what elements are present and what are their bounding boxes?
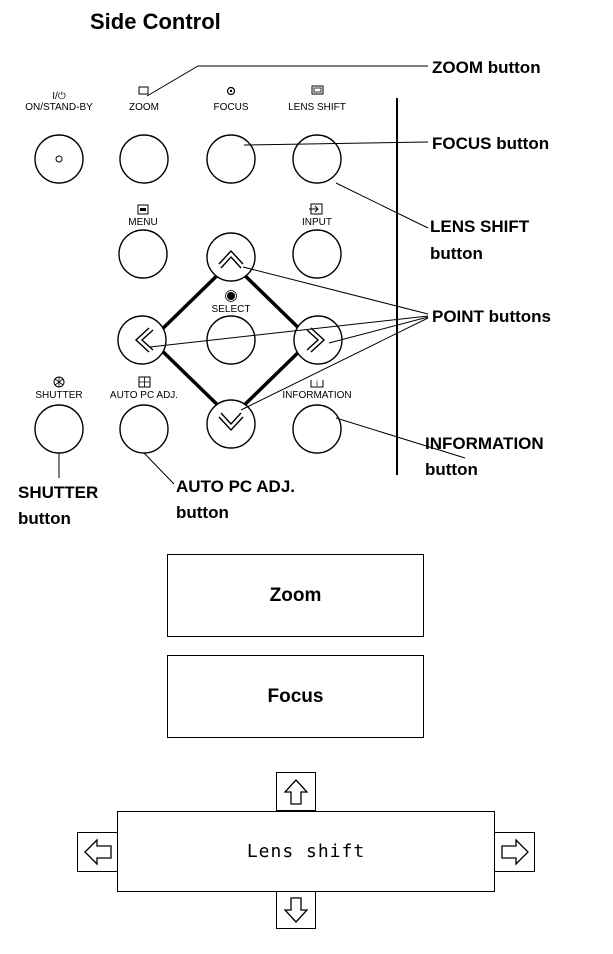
standby-indicator: [55, 155, 63, 163]
shutter-panel-label: SHUTTER: [35, 390, 82, 401]
chevron-down-icon-inner: [220, 412, 242, 426]
shutter-icon-blades: [54, 377, 64, 387]
zoom-button[interactable]: [119, 134, 169, 184]
chevron-left-icon-inner: [140, 329, 154, 351]
information-callout-line2: button: [425, 460, 478, 479]
point-down-group: [206, 399, 256, 449]
select-panel-label: SELECT: [212, 304, 251, 315]
point-down-leader: [240, 317, 429, 411]
menu-button-group: MENU: [118, 204, 168, 279]
input-panel-label: INPUT: [302, 217, 332, 228]
auto-pc-panel-label: AUTO PC ADJ.: [110, 390, 178, 401]
page-title: Side Control: [90, 9, 221, 34]
select-icon: [227, 292, 235, 300]
zoom-panel-label: ZOOM: [129, 102, 159, 113]
lens-shift-button[interactable]: [292, 134, 342, 184]
arrow-down-icon: [283, 896, 309, 923]
information-button-group: i INFORMATION: [282, 379, 352, 454]
focus-leader: [243, 141, 429, 146]
lens-shift-icon-inner: [313, 87, 322, 93]
lens-shift-left-box: [77, 832, 118, 872]
menu-icon: [137, 204, 149, 215]
menu-button[interactable]: [118, 229, 168, 279]
lens-shift-osd-box: Lens shift: [117, 811, 495, 892]
auto-pc-adj-button[interactable]: [119, 404, 169, 454]
point-left-group: [117, 315, 167, 365]
point-callout: POINT buttons: [432, 307, 551, 326]
shutter-button-group: SHUTTER: [34, 376, 84, 454]
focus-icon: [226, 86, 236, 96]
arrow-up-icon: [283, 778, 309, 805]
zoom-callout: ZOOM button: [432, 58, 541, 77]
arrow-left-icon: [83, 838, 112, 866]
information-icon: [310, 380, 324, 388]
auto-pc-callout-line2: button: [176, 503, 229, 522]
lens-shift-icon: [311, 85, 324, 95]
point-right-group: [293, 315, 343, 365]
lens-shift-right-box: [494, 832, 535, 872]
lens-shift-callout-line1: LENS SHIFT: [430, 217, 530, 236]
arrow-right-icon: [500, 838, 529, 866]
auto-pc-callout-line1: AUTO PC ADJ.: [176, 477, 295, 496]
select-icon-ring: [225, 290, 237, 302]
focus-icon-dot: [229, 89, 233, 93]
lens-shift-leader: [335, 182, 429, 229]
menu-panel-label: MENU: [128, 217, 157, 228]
zoom-icon: [138, 86, 149, 95]
chevron-left-icon: [134, 327, 150, 353]
information-leader: [335, 417, 466, 459]
lens-shift-osd-label: Lens shift: [246, 841, 366, 862]
chevron-up-icon-inner: [220, 255, 242, 269]
focus-osd-label: Focus: [267, 685, 324, 707]
power-icon: I/⏻: [52, 91, 66, 102]
point-up-group: [206, 232, 256, 282]
information-icon-i: i: [316, 379, 318, 388]
point-up-leader: [242, 266, 429, 315]
input-button-group: INPUT: [292, 203, 342, 279]
auto-pc-icon-cross: [139, 377, 150, 387]
focus-button-group: FOCUS: [206, 86, 256, 184]
menu-icon-fill: [140, 208, 146, 211]
focus-callout: FOCUS button: [432, 134, 549, 153]
point-left-leader: [149, 315, 429, 348]
select-button-group: SELECT: [206, 290, 256, 365]
shutter-callout-line1: SHUTTER: [18, 483, 98, 502]
information-callout-line1: INFORMATION: [425, 434, 544, 453]
zoom-button-group: ZOOM: [119, 86, 169, 184]
point-right-leader: [328, 316, 429, 344]
focus-button[interactable]: [206, 134, 256, 184]
auto-pc-button-group: AUTO PC ADJ.: [110, 376, 178, 454]
information-button[interactable]: [292, 404, 342, 454]
shutter-button[interactable]: [34, 404, 84, 454]
lens-shift-callout-line2: button: [430, 244, 483, 263]
focus-panel-label: FOCUS: [214, 102, 249, 113]
information-panel-label: INFORMATION: [282, 390, 351, 401]
chevron-up-icon: [218, 249, 244, 265]
focus-osd-box: Focus: [167, 655, 424, 738]
input-icon-arrow: [309, 205, 319, 213]
zoom-leader: [146, 65, 428, 97]
auto-pc-leader: [143, 452, 175, 485]
zoom-osd-label: Zoom: [269, 584, 322, 606]
lens-shift-panel-label: LENS SHIFT: [288, 102, 346, 113]
select-button[interactable]: [206, 315, 256, 365]
chevron-down-icon: [218, 416, 244, 432]
shutter-callout-line2: button: [18, 509, 71, 528]
chevron-right-icon-inner: [306, 329, 320, 351]
power-button-group: I/⏻ ON/STAND-BY: [25, 91, 93, 184]
lens-shift-button-group: LENS SHIFT: [288, 85, 346, 184]
zoom-osd-box: Zoom: [167, 554, 424, 637]
lens-shift-down-box: [276, 890, 316, 929]
input-button[interactable]: [292, 229, 342, 279]
on-standby-label: ON/STAND-BY: [25, 102, 93, 113]
lens-shift-up-box: [276, 772, 316, 811]
chevron-right-icon: [310, 327, 326, 353]
